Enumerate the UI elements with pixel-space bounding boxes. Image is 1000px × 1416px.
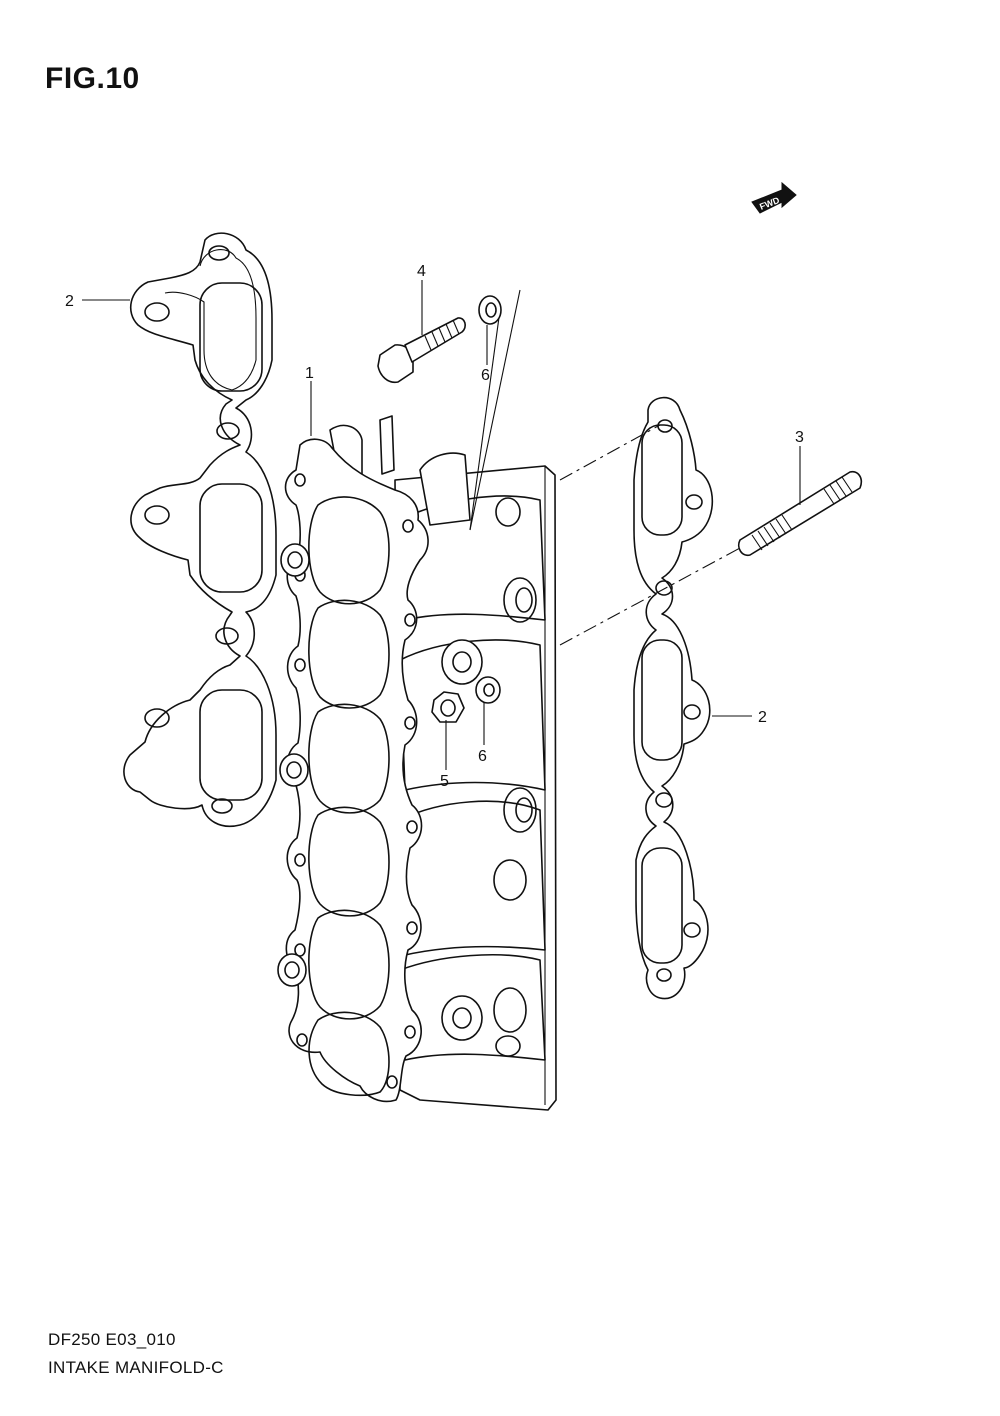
alignment-line-lower [559,547,741,646]
fwd-label: FWD [758,195,781,212]
forward-direction-arrow-icon: FWD [751,181,797,214]
callout-2-left: 2 [65,293,74,310]
callout-4: 4 [417,263,426,280]
right-gasket [633,396,714,1000]
diagram-code: DF250 E03_010 [48,1330,176,1349]
callout-2-right: 2 [758,709,767,726]
stud [737,470,863,557]
callout-1: 1 [305,365,314,382]
callout-6-lower: 6 [478,748,487,765]
intake-manifold [277,289,557,1111]
washer-upper [478,295,502,325]
figure-title: FIG.10 [45,62,140,95]
callout-6-upper: 6 [481,367,490,384]
nut [431,691,465,723]
callout-3: 3 [795,429,804,446]
left-gasket [123,232,277,827]
alignment-line-upper [559,424,661,481]
diagram-name: INTAKE MANIFOLD-C [48,1358,224,1377]
bolt [377,317,467,384]
callout-5: 5 [440,773,449,790]
washer-lower [475,676,501,704]
